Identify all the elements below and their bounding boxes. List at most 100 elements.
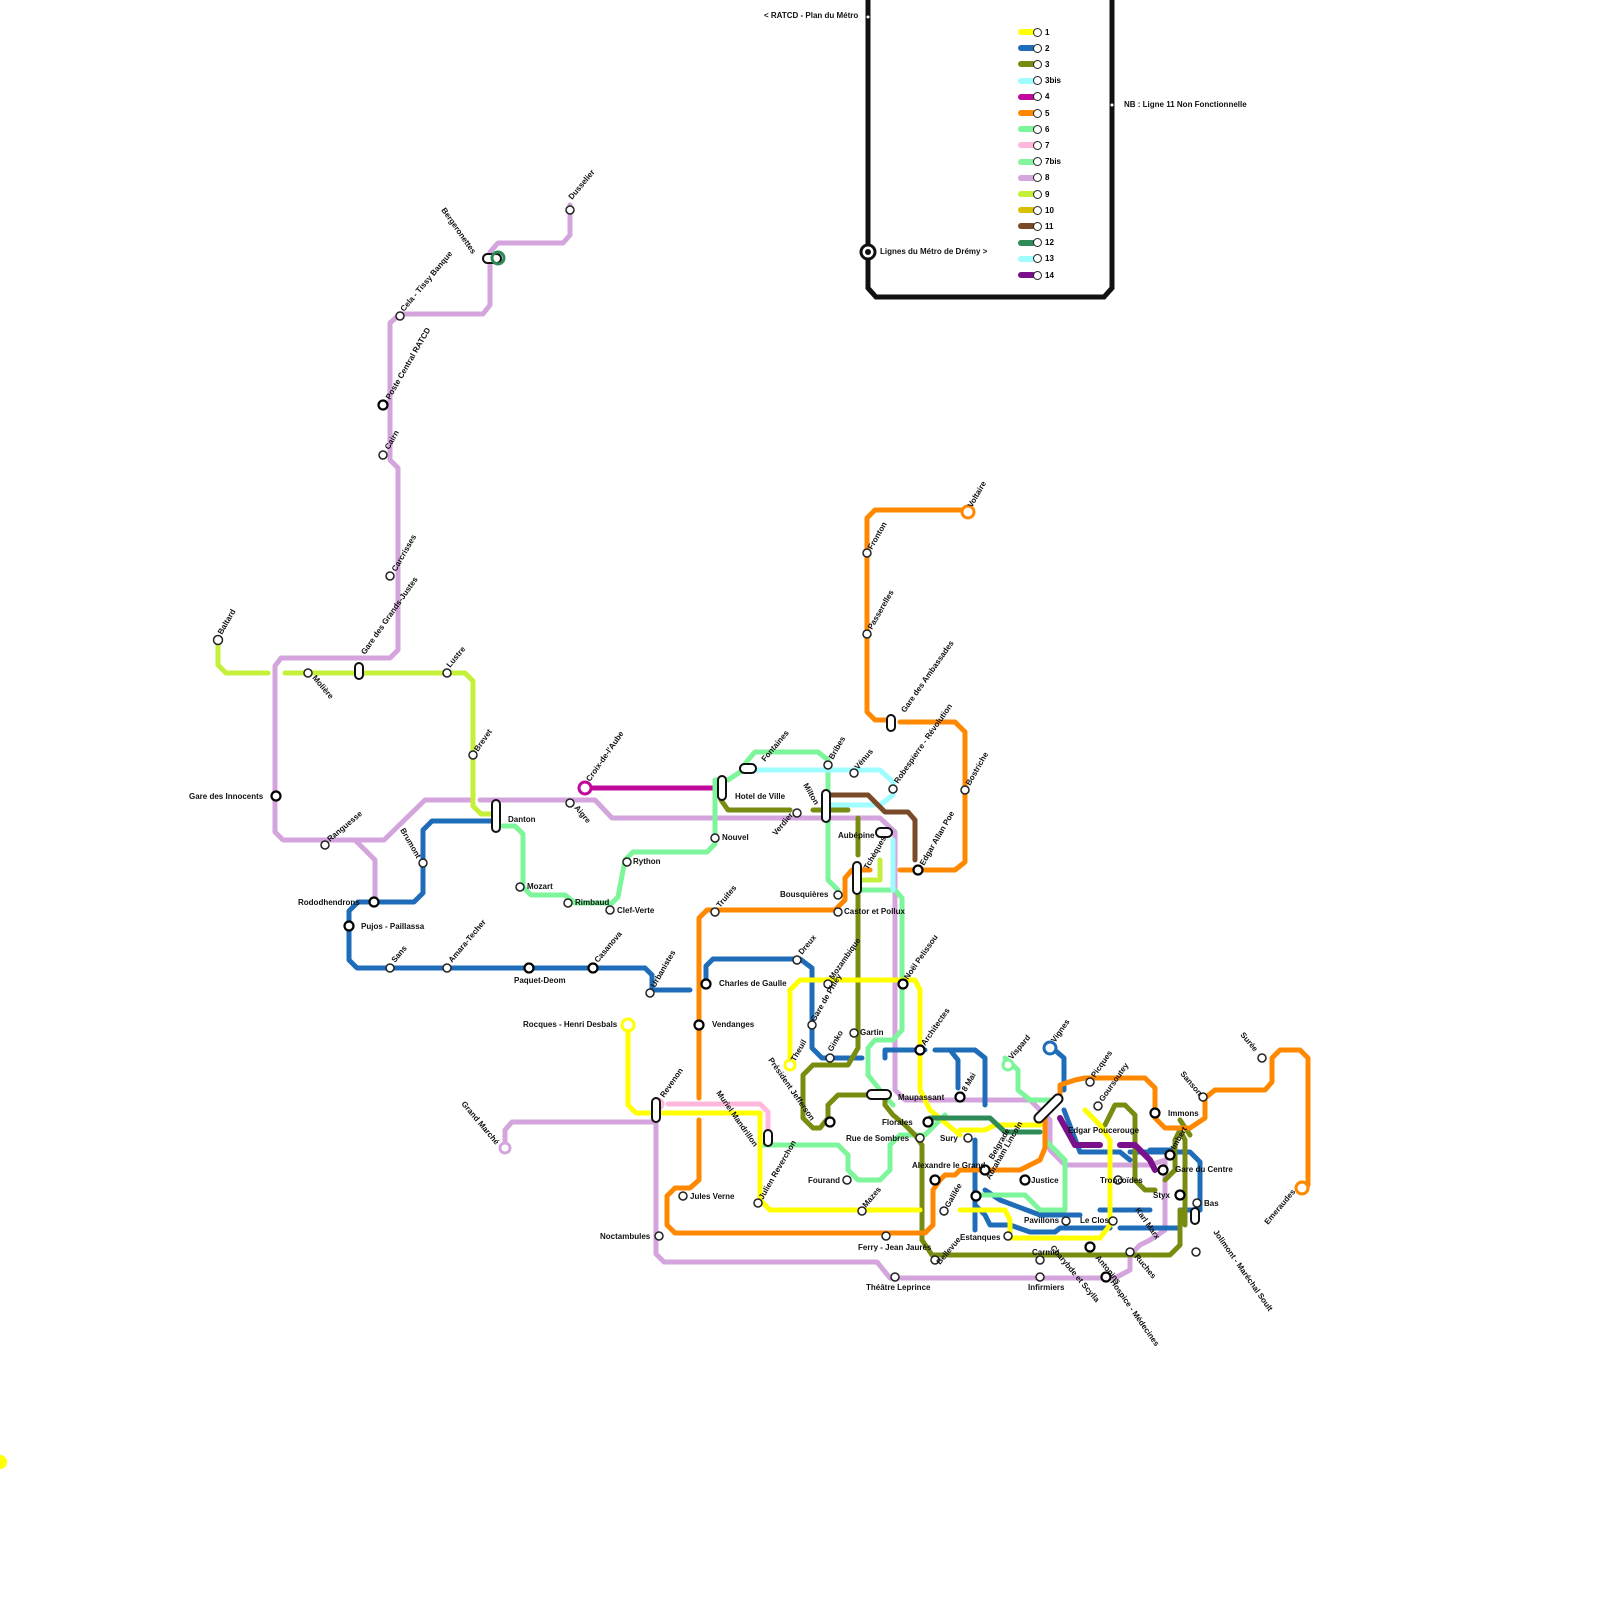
station-label[interactable]: Amara-Techer (447, 918, 488, 965)
station-label[interactable]: Cairn (383, 429, 401, 451)
legend-item-7bis[interactable]: 7bis (1018, 155, 1061, 169)
station-label[interactable]: Architectes (919, 1006, 952, 1047)
legend-item-6[interactable]: 6 (1018, 122, 1049, 136)
legend-item-14[interactable]: 14 (1018, 268, 1054, 282)
legend-item-3[interactable]: 3 (1018, 57, 1049, 71)
station-label[interactable]: Lustre (445, 644, 468, 669)
station-label[interactable]: Théâtre Leprince (866, 1283, 931, 1292)
station-label[interactable]: Aubépine (838, 831, 875, 840)
station-label[interactable]: Picques (1089, 1048, 1114, 1079)
station-label[interactable]: Florales (882, 1118, 913, 1127)
station-label[interactable]: Rython (633, 857, 661, 866)
station-label[interactable]: Danton (508, 815, 536, 824)
station-label[interactable]: Le Clos (1080, 1216, 1109, 1225)
station-label[interactable]: Jules Verne (690, 1192, 735, 1201)
legend-item-11[interactable]: 11 (1018, 219, 1053, 233)
station-label[interactable]: Immons (1168, 1109, 1199, 1118)
station-label[interactable]: Brumont (398, 827, 423, 861)
station-label[interactable]: Gare des Grands-Justes (359, 575, 420, 656)
station-label[interactable]: Brevet (472, 727, 494, 753)
station-label[interactable]: Passerelles (866, 588, 896, 631)
legend-item-2[interactable]: 2 (1018, 41, 1049, 55)
station-label[interactable]: Sury (940, 1134, 958, 1143)
station-label[interactable]: 8 Mai (960, 1071, 978, 1093)
station-label[interactable]: Clef-Verte (617, 906, 655, 915)
station-label[interactable]: Castor et Pollux (844, 907, 905, 916)
station-label[interactable]: Sans (390, 943, 410, 964)
station-label[interactable]: Gartin (860, 1028, 884, 1037)
station-label[interactable]: Bellevue (935, 1235, 963, 1266)
station-label[interactable]: Hotel de Ville (735, 792, 786, 801)
lines-link[interactable]: Lignes du Métro de Drémy > (880, 247, 988, 256)
station-label[interactable]: Mazes (861, 1185, 884, 1210)
station-label[interactable]: Pavillons (1024, 1216, 1060, 1225)
station-label[interactable]: Vendanges (712, 1020, 755, 1029)
station-label[interactable]: Mozart (527, 882, 553, 891)
station-label[interactable]: Ferry - Jean Jaurès (858, 1243, 932, 1252)
station-label[interactable]: Bas (1204, 1199, 1219, 1208)
station-label[interactable]: Alexandre le Grand (912, 1161, 985, 1170)
station-label[interactable]: Carcrisses (390, 533, 419, 573)
station-label[interactable]: Casanova (593, 929, 625, 964)
station-label[interactable]: Nouvel (722, 833, 749, 842)
station-label[interactable]: Bousquières (780, 890, 829, 899)
station-label[interactable]: Julien Reverchon (757, 1139, 798, 1201)
legend-item-12[interactable]: 12 (1018, 236, 1054, 250)
station-label[interactable]: Baltard (216, 608, 238, 636)
station-label[interactable]: Urbanistes (649, 948, 678, 989)
station-label[interactable]: Aigre (572, 804, 592, 826)
station-label[interactable]: Vignes (1049, 1017, 1072, 1044)
station-label[interactable]: Robespierre - Révolution (892, 702, 954, 785)
legend-item-1[interactable]: 1 (1018, 25, 1049, 39)
station-label[interactable]: Galilée (943, 1181, 964, 1209)
station-label[interactable]: Rimbaud (575, 898, 609, 907)
station-label[interactable]: Maupassant (898, 1093, 945, 1102)
back-link[interactable]: < RATCD - Plan du Métro (764, 11, 859, 20)
station-label[interactable]: Pujos - Paillassa (361, 922, 425, 931)
station-label[interactable]: Estanques (960, 1233, 1001, 1242)
station-label[interactable]: Bribes (827, 734, 848, 761)
legend-item-7[interactable]: 7 (1018, 138, 1049, 152)
station-label[interactable]: Muriel Mandrillon (714, 1089, 759, 1149)
station-label[interactable]: Styx (1153, 1191, 1170, 1200)
station-label[interactable]: Edgar Poucerouge (1068, 1126, 1140, 1135)
station-label[interactable]: Bostriche (964, 750, 991, 787)
station-label[interactable]: Fontaines (760, 728, 792, 763)
station-label[interactable]: Troncoïdes (1100, 1176, 1143, 1185)
station-label[interactable]: Noctambules (600, 1232, 651, 1241)
station-label[interactable]: Edgar Allan Poe (918, 809, 957, 867)
station-label[interactable]: Rue de Sombres (846, 1134, 910, 1143)
station-label[interactable]: Gare des Innocents (189, 792, 264, 801)
station-label[interactable]: Molière (310, 674, 335, 702)
station-label[interactable]: Surée (1238, 1031, 1260, 1054)
station-label[interactable]: Croix-de-l'Aube (584, 729, 626, 783)
legend-item-3bis[interactable]: 3bis (1018, 74, 1061, 88)
station-label[interactable]: Dusselier (567, 168, 597, 201)
station-label[interactable]: Infirmiers (1028, 1283, 1065, 1292)
station-label[interactable]: Ginko (826, 1029, 845, 1053)
station-label[interactable]: Cela - Tissy Banque (399, 249, 455, 313)
station-label[interactable]: Rododhendrons (298, 898, 360, 907)
station-label[interactable]: Charles de Gaulle (719, 979, 787, 988)
station-label[interactable]: Carmin (1032, 1248, 1060, 1257)
station-label[interactable]: Justice (1031, 1176, 1059, 1185)
legend-item-13[interactable]: 13 (1018, 252, 1054, 266)
legend-item-10[interactable]: 10 (1018, 203, 1054, 217)
station-label[interactable]: Rocques - Henri Desbals (523, 1020, 618, 1029)
station-label[interactable]: Milton (801, 782, 821, 807)
station-label[interactable]: Bergeronettes (439, 206, 478, 256)
station-label[interactable]: Fourand (808, 1176, 840, 1185)
station-label[interactable]: Noël Pelissou (902, 933, 940, 981)
station-label[interactable]: Sanson (1178, 1070, 1204, 1098)
station-label[interactable]: Dreux (797, 933, 819, 957)
station-label[interactable]: Gare du Centre (1175, 1165, 1233, 1174)
station-label[interactable]: Jolimont - Maréchal Soult (1211, 1228, 1274, 1313)
legend-item-8[interactable]: 8 (1018, 171, 1049, 185)
station-label[interactable]: Voltaire (966, 479, 988, 509)
station-label[interactable]: Revenon (658, 1066, 685, 1099)
legend-item-5[interactable]: 5 (1018, 106, 1049, 120)
station-label[interactable]: Grand Marché (459, 1100, 501, 1147)
station-label[interactable]: Verdier (771, 811, 795, 838)
station-label[interactable]: Vispard (1007, 1033, 1033, 1061)
legend-item-4[interactable]: 4 (1018, 90, 1049, 104)
